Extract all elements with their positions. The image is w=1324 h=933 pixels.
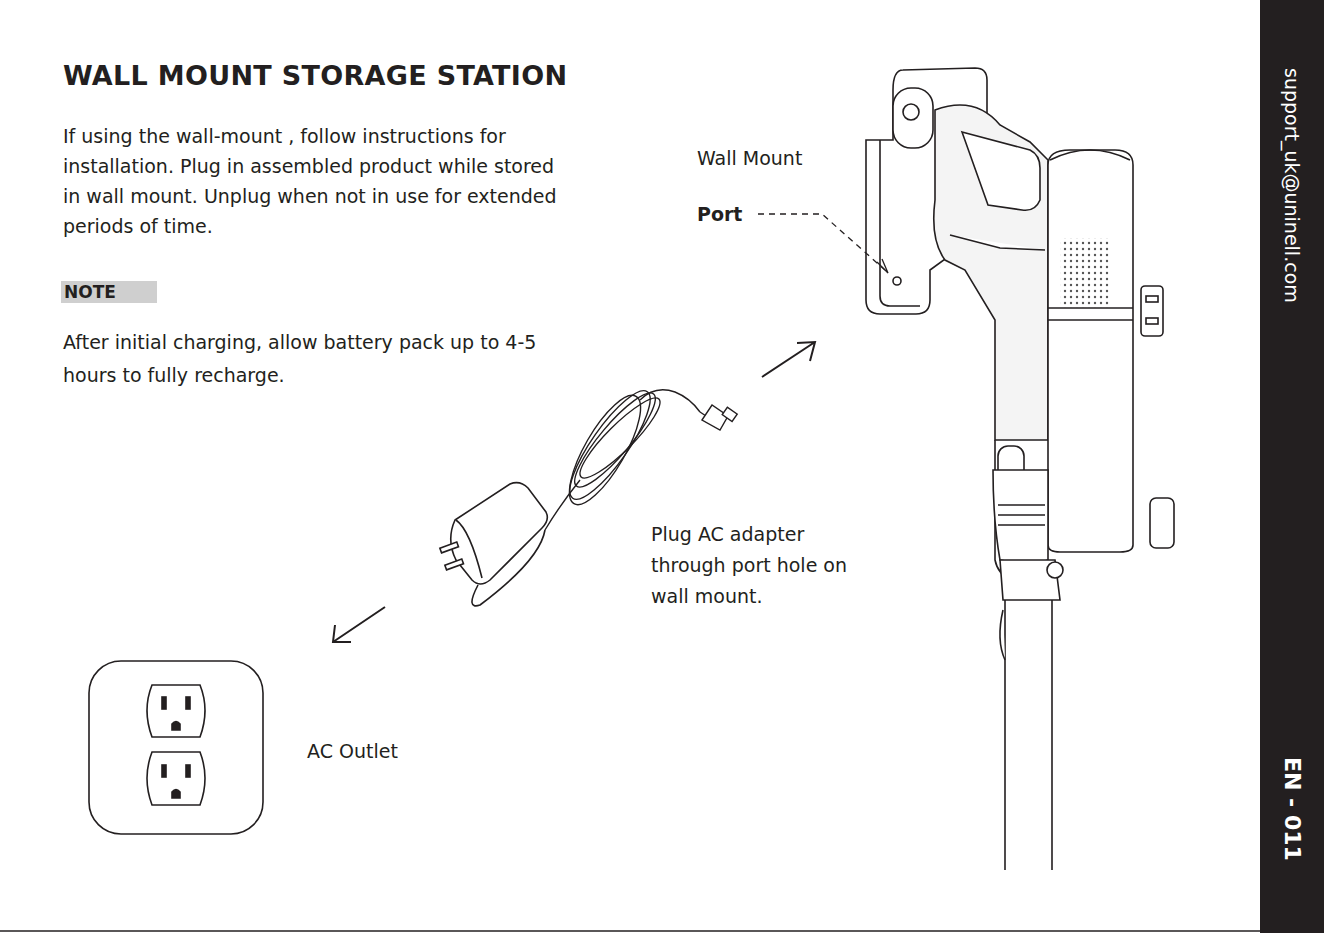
part-label: Port — [697, 203, 742, 225]
page-title: WALL MOUNT STORAGE STATION — [63, 60, 567, 91]
note-band: NOTE — [61, 281, 157, 303]
dc-plug — [702, 405, 737, 430]
adapter-cord — [545, 381, 712, 530]
vacuum-tube — [993, 470, 1063, 870]
part-label: AC Outlet — [307, 740, 398, 762]
vacuum-handle — [934, 105, 1048, 580]
part-label: Wall Mount — [697, 147, 802, 169]
instruction-label: Plug AC adapter through port hole on wal… — [651, 519, 856, 612]
instruction-text: If using the wall-mount , follow instruc… — [63, 121, 568, 241]
ac-outlet — [89, 661, 263, 834]
page-number: EN - 011 — [1280, 757, 1305, 861]
vacuum-body — [1048, 150, 1174, 552]
page-rule — [0, 930, 1260, 932]
note-text: After initial charging, allow battery pa… — [63, 326, 553, 392]
note-heading: NOTE — [64, 282, 151, 303]
leader-arrow — [877, 259, 888, 273]
leader-line — [758, 214, 885, 270]
side-bar: support_uk@uninell.com EN - 011 — [1260, 0, 1324, 933]
support-email: support_uk@uninell.com — [1281, 68, 1303, 303]
ac-adapter — [440, 483, 547, 606]
